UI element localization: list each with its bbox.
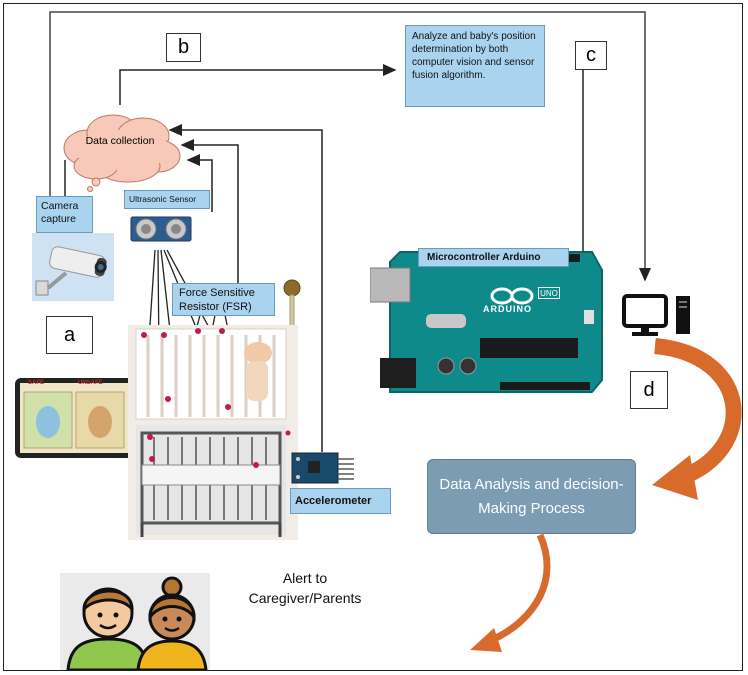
tablet-display-icon [15,378,133,458]
curved-arrow-to-alert-head [470,628,502,652]
label-a: a [46,316,93,354]
ultrasonic-sensor-icon [130,216,192,242]
data-collection-label: Data collection [85,135,155,147]
tablet-safe-label: SAFE [28,380,45,386]
wire-fsr-to-collection [180,139,239,283]
arduino-brand-text: ARDUINO [483,304,532,314]
wire-accelerometer-to-collection [168,124,323,452]
curved-arrow-to-alert [490,533,551,644]
wire-collection-to-analysis [119,64,397,105]
tablet-unsafe-label: UNSAFE [78,380,103,386]
data-collection-cloud-icon [63,114,181,192]
analysis-box: Analyze and baby's position determinatio… [405,25,545,107]
arduino-model-text: UNO [538,287,560,299]
data-analysis-label: Data Analysis and decision-Making Proces… [439,475,624,517]
caregivers-icon [60,573,210,670]
data-analysis-box: Data Analysis and decision-Making Proces… [427,459,636,534]
microcontroller-box: Microcontroller Arduino [418,248,569,267]
label-c: c [575,41,607,70]
wire-camera-to-computer [49,11,651,282]
curved-arrow-to-analysis-head [652,455,698,500]
cctv-camera-icon [32,233,114,301]
label-b: b [166,33,201,62]
fsr-box: Force Sensitive Resistor (FSR) [172,283,275,316]
accelerometer-box: Accelerometer [290,488,391,514]
alert-label: Alert to Caregiver/Parents [248,570,362,606]
ultrasonic-sensor-box: Ultrasonic Sensor [124,190,210,209]
computer-icon [622,294,690,336]
curved-arrow-to-analysis [654,338,742,486]
wire-ultrasonic-to-collection [186,154,213,212]
label-d: d [630,371,668,409]
crib-illustration [128,325,298,540]
camera-capture-box: Camera capture [36,196,93,233]
accelerometer-icon [291,452,354,484]
diagram-frame [3,3,743,671]
